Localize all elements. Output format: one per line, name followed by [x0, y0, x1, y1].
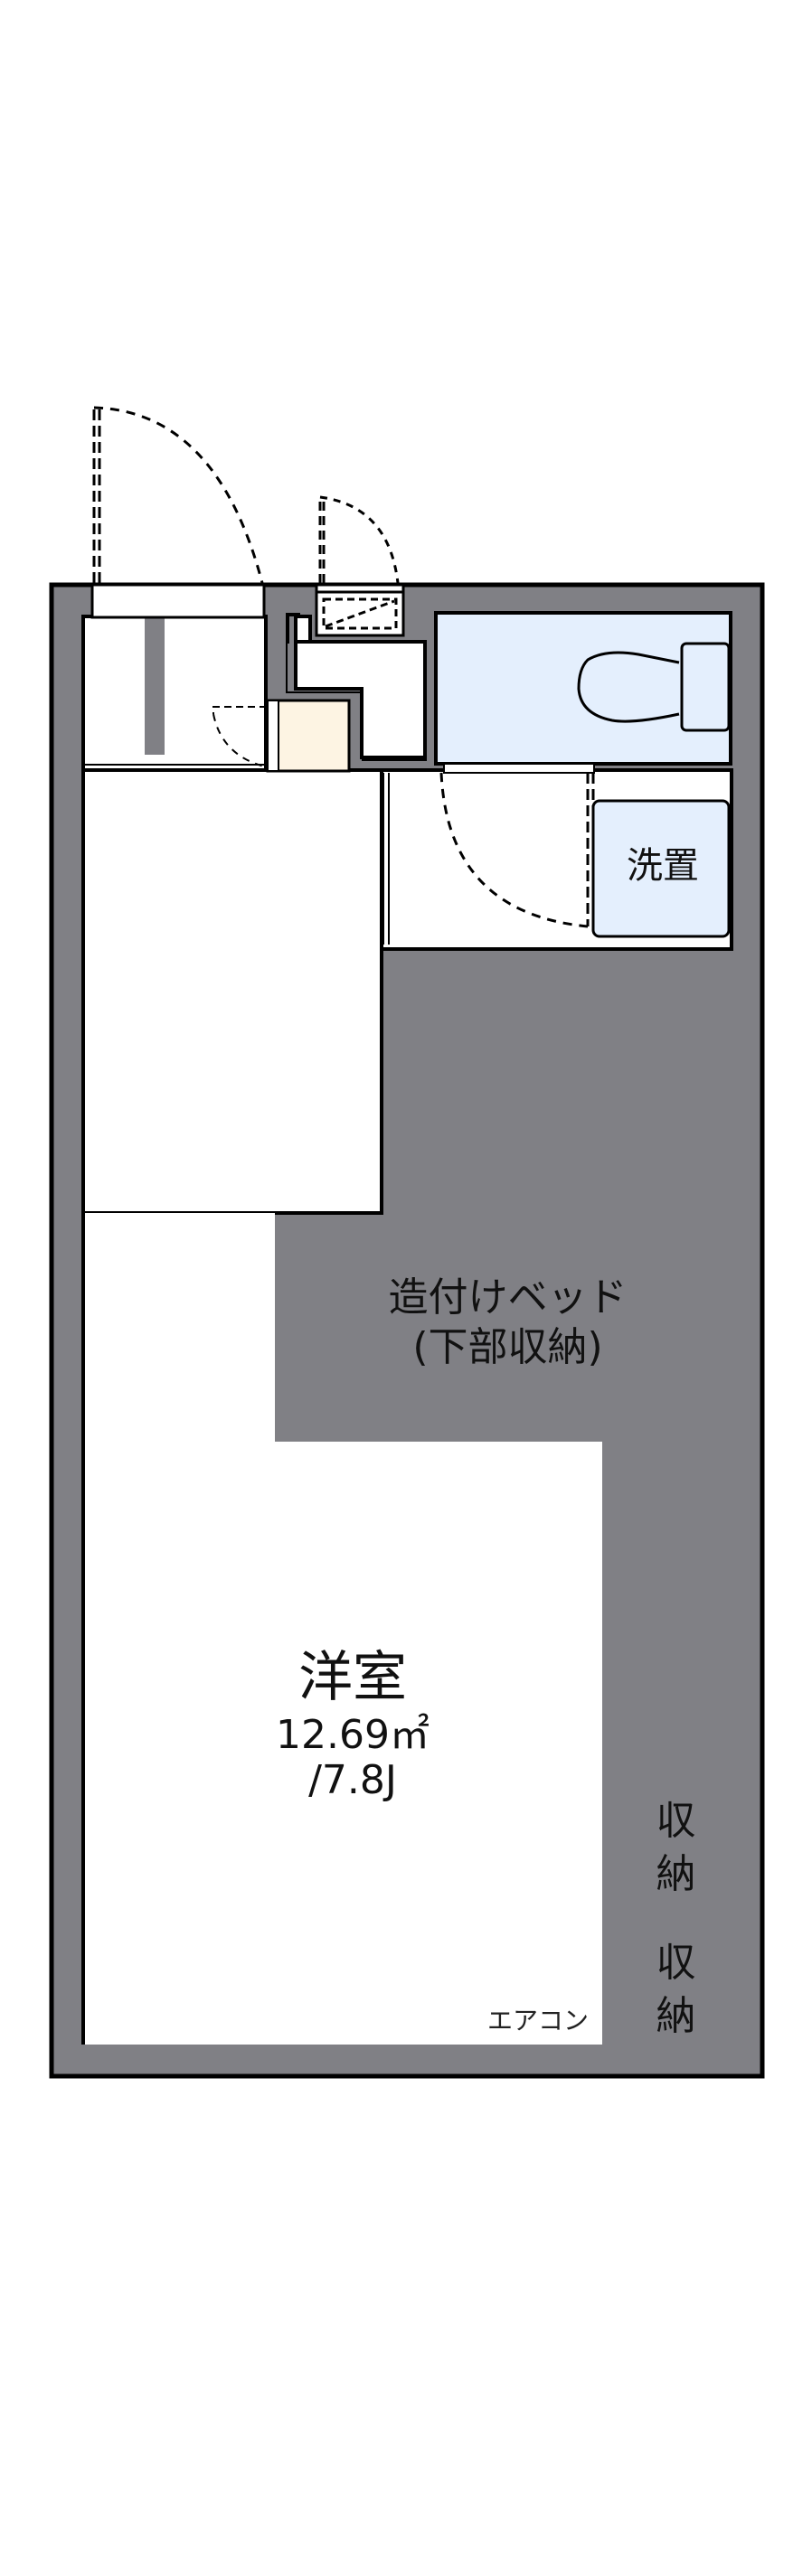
aircon-label: エアコン — [486, 2006, 589, 2035]
meter-box[interactable] — [315, 495, 405, 637]
built-in-bed-subtitle: (下部収納) — [412, 1324, 603, 1370]
room-name: 洋室 — [298, 1646, 407, 1709]
room-area: 12.69㎡ — [276, 1712, 430, 1758]
room-size-jo: /7.8J — [308, 1757, 397, 1803]
washer-space — [591, 799, 731, 938]
washer-space-label: 洗置 — [627, 845, 699, 887]
closet-1-char2: 納 — [656, 1851, 696, 1898]
washroom-door[interactable] — [382, 772, 595, 945]
closet-2-label: 収 納 — [623, 1936, 729, 2044]
western-room-label: 洋室 12.69㎡ /7.8J — [235, 1650, 470, 1800]
closet-1-label: 収 納 — [623, 1794, 729, 1902]
built-in-bed-title: 造付けベッド — [388, 1274, 628, 1321]
entrance-door[interactable] — [90, 406, 266, 619]
built-in-bed-label: 造付けベッド (下部収納) — [285, 1273, 731, 1372]
closet-2-char1: 収 — [656, 1940, 696, 1986]
closet-2-char2: 納 — [656, 1993, 696, 2040]
toilet-room — [434, 611, 732, 774]
closet-1-char1: 収 — [656, 1798, 696, 1844]
